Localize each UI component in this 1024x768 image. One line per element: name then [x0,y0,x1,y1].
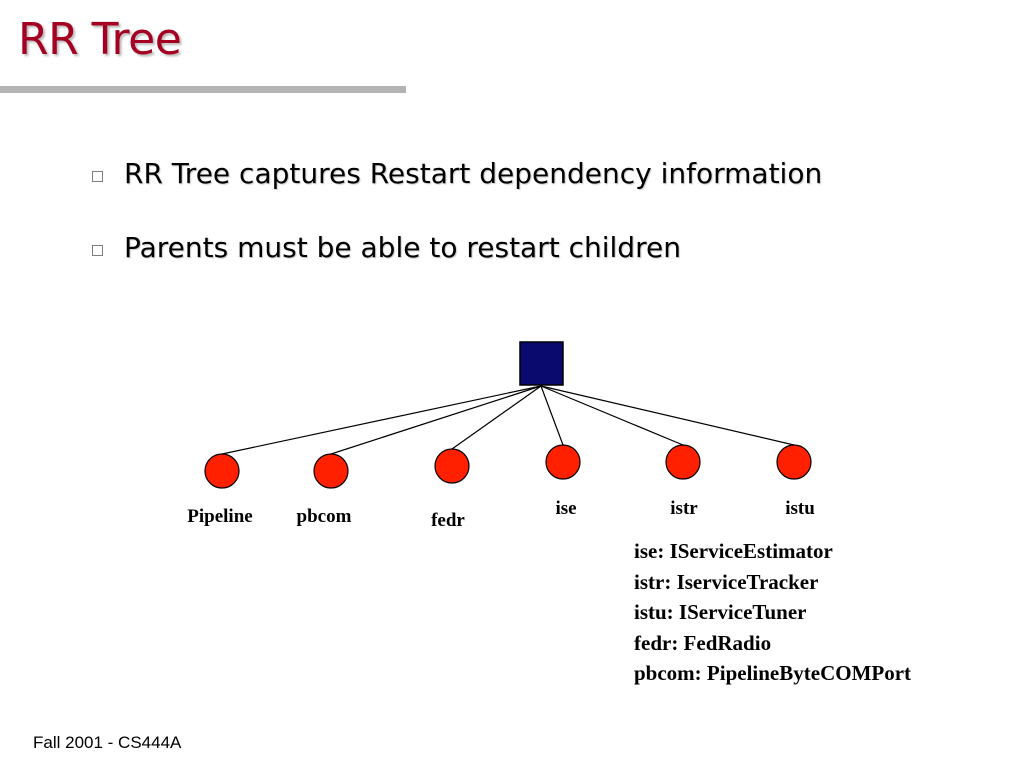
square-bullet-icon [92,171,103,182]
tree-child-node [204,453,240,489]
tree-child-node [313,453,349,489]
tree-node-labels: Pipeline pbcom fedr ise istr istu [187,498,815,531]
tree-node-label: pbcom [297,506,352,527]
tree-edge [330,385,542,455]
slide-footer: Fall 2001 - CS444A [33,733,182,752]
tree-edge [221,385,542,455]
tree-child-node [776,444,812,480]
tree-edge [451,385,542,450]
tree-node-label: fedr [431,510,465,531]
tree-node-label: ise [555,498,576,519]
tree-child-node [434,448,470,484]
bullet-item: RR Tree captures Restart dependency info… [88,152,822,226]
abbreviation-legend: ise: IServiceEstimator istr: IserviceTra… [634,536,911,689]
tree-child-nodes [204,444,812,489]
tree-edges [221,385,795,455]
bullet-item: Parents must be able to restart children [88,226,822,300]
tree-node-label: istu [785,498,815,519]
bullet-list: RR Tree captures Restart dependency info… [88,152,822,300]
tree-root-node [519,341,564,386]
legend-entry: pbcom: PipelineByteCOMPort [634,661,912,685]
legend-entry: fedr: FedRadio [634,630,772,655]
tree-child-node [665,444,701,480]
square-bullet-icon [92,245,103,256]
bullet-text: RR Tree captures Restart dependency info… [124,157,823,190]
tree-edge [540,385,564,446]
legend-entry: istr: IserviceTracker [634,569,819,594]
title-underline [0,86,406,93]
tree-edge [540,385,684,446]
tree-edge [540,385,795,446]
legend-entry: istu: IServiceTuner [634,600,807,624]
bullet-text: Parents must be able to restart children [124,231,681,264]
tree-node-label: istr [670,498,698,519]
tree-child-node [545,444,581,480]
tree-node-label: Pipeline [187,506,252,527]
slide-title: RR Tree [18,14,182,65]
legend-entry: ise: IServiceEstimator [634,539,833,563]
